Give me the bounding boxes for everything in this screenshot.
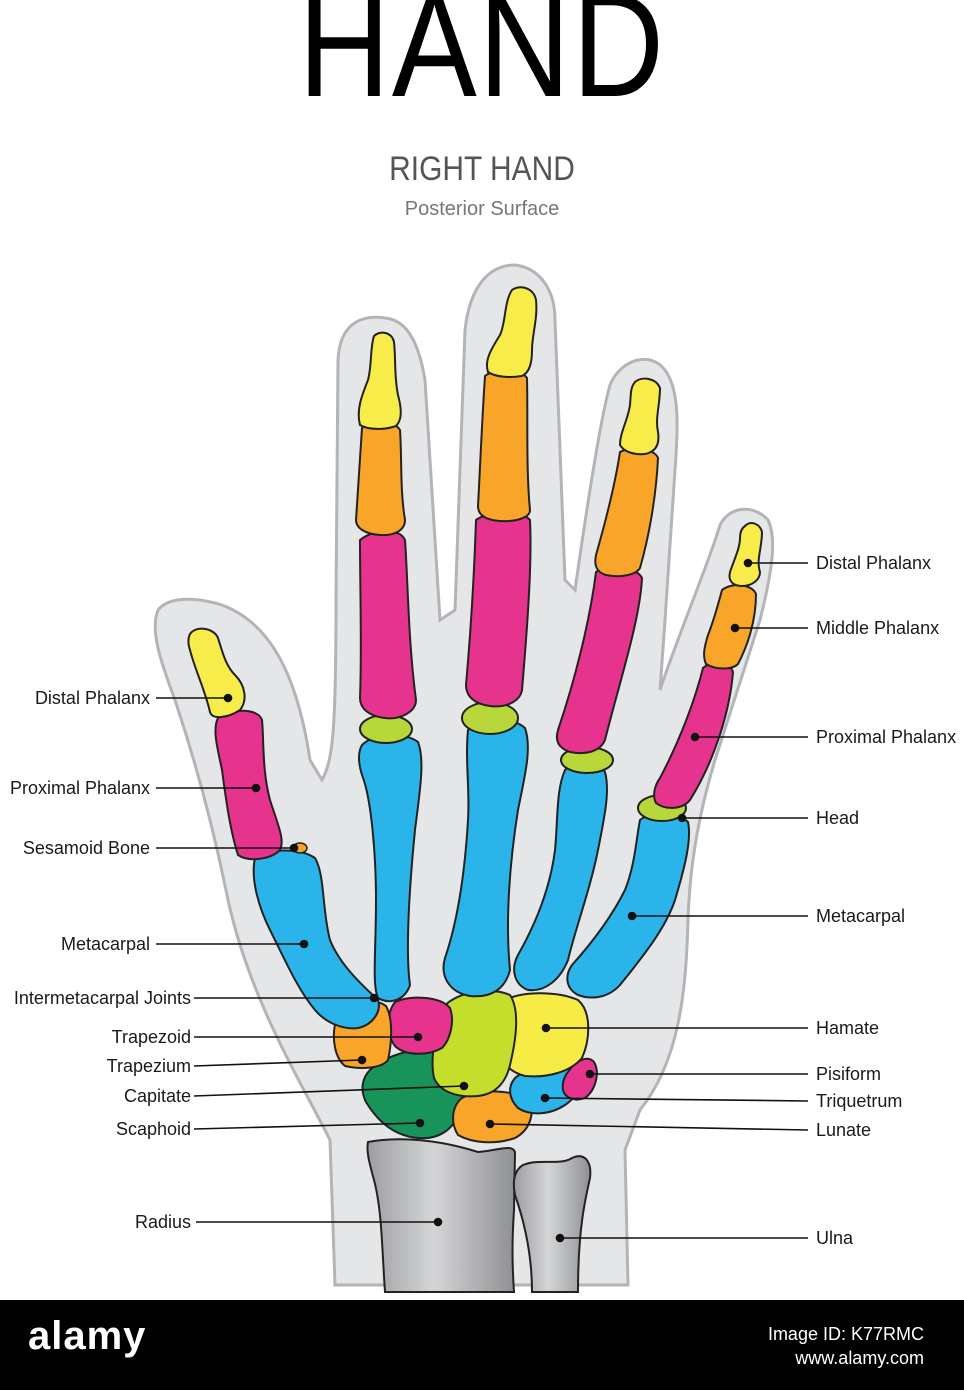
trapezoid-bone	[388, 998, 452, 1054]
middle-proximal-phalanx	[466, 513, 531, 707]
label-left-metacarpal: Metacarpal	[61, 934, 150, 954]
label-ulna: Ulna	[816, 1228, 854, 1248]
label-right-proximal-phalanx: Proximal Phalanx	[816, 727, 956, 747]
label-hamate: Hamate	[816, 1018, 879, 1038]
label-middle-phalanx: Middle Phalanx	[816, 618, 939, 638]
hand-diagram: Distal Phalanx Proximal Phalanx Sesamoid…	[0, 0, 964, 1300]
footer-site: www.alamy.com	[768, 1346, 924, 1370]
label-triquetrum: Triquetrum	[816, 1091, 902, 1111]
footer-image-info: Image ID: K77RMC www.alamy.com	[768, 1322, 924, 1371]
label-radius: Radius	[135, 1212, 191, 1232]
label-head: Head	[816, 808, 859, 828]
label-left-proximal-phalanx: Proximal Phalanx	[10, 778, 150, 798]
label-right-distal-phalanx: Distal Phalanx	[816, 553, 931, 573]
label-capitate: Capitate	[124, 1086, 191, 1106]
label-scaphoid: Scaphoid	[116, 1119, 191, 1139]
footer-image-id: Image ID: K77RMC	[768, 1322, 924, 1346]
radius-bone	[367, 1139, 515, 1292]
footer-bar: alamy Image ID: K77RMC www.alamy.com	[0, 1300, 964, 1390]
label-right-metacarpal: Metacarpal	[816, 906, 905, 926]
middle-middle-phalanx	[478, 370, 530, 521]
label-intermetacarpal-joints: Intermetacarpal Joints	[14, 988, 191, 1008]
label-trapezoid: Trapezoid	[112, 1027, 191, 1047]
index-middle-phalanx	[356, 422, 405, 535]
label-sesamoid-bone: Sesamoid Bone	[23, 838, 150, 858]
label-pisiform: Pisiform	[816, 1064, 881, 1084]
label-lunate: Lunate	[816, 1120, 871, 1140]
label-trapezium: Trapezium	[107, 1056, 191, 1076]
label-left-distal-phalanx: Distal Phalanx	[35, 688, 150, 708]
footer-logo: alamy	[28, 1314, 146, 1359]
index-head	[360, 715, 412, 743]
